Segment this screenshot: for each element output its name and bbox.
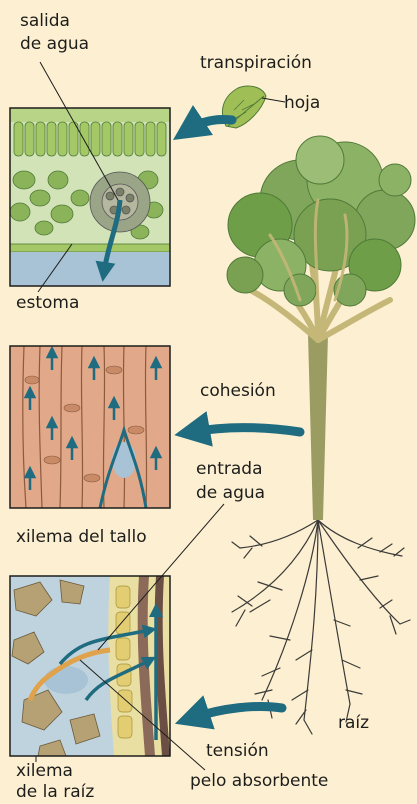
spongy-cells [10, 170, 164, 240]
salida-label-line1: salida [20, 11, 70, 31]
roots [231, 519, 411, 735]
entrada-label-line2: de agua [196, 483, 266, 503]
entrada-label-line1: entrada [196, 459, 263, 479]
estoma-leader [37, 243, 73, 293]
stem-xylem-panel [9, 345, 171, 509]
palisade-cells [13, 121, 167, 157]
transpiracion-label: transpiración [200, 53, 312, 73]
pelo-leader [79, 659, 206, 771]
transpiration-arrow [173, 105, 237, 140]
cohesion-label: cohesión [200, 381, 276, 401]
root-hair [27, 647, 111, 701]
cohesion-arrow [174, 411, 305, 447]
xilema-raiz-label-line1: xilema [16, 761, 73, 781]
tree [226, 135, 416, 735]
xylem-vessels [22, 346, 148, 508]
xilema-tallo-label: xilema del tallo [16, 527, 147, 547]
pelo-absorbente-label: pelo absorbente [190, 771, 329, 791]
cortex-cells [115, 585, 133, 739]
tension-arrow [174, 695, 287, 730]
entrada-leader [97, 503, 225, 651]
water-drop [112, 442, 136, 478]
tension-label: tensión [206, 741, 269, 761]
crown [226, 135, 416, 307]
salida-leader [39, 61, 119, 201]
pit-markings [24, 365, 145, 483]
hoja-label: hoja [284, 93, 321, 113]
hoja-leader [261, 97, 286, 103]
estoma-label: estoma [16, 293, 80, 313]
inner-branches [268, 198, 349, 312]
raiz-label: raíz [338, 713, 370, 733]
leaf-section-panel [9, 107, 171, 287]
process-arrows [173, 105, 305, 730]
trunk [308, 334, 328, 520]
salida-label-line2: de agua [20, 34, 90, 54]
xilema-raiz-label-line2: de la raíz [16, 782, 95, 802]
root-xylem-panel [9, 575, 171, 757]
soil-particles [11, 579, 101, 756]
upward-arrows [23, 346, 163, 490]
